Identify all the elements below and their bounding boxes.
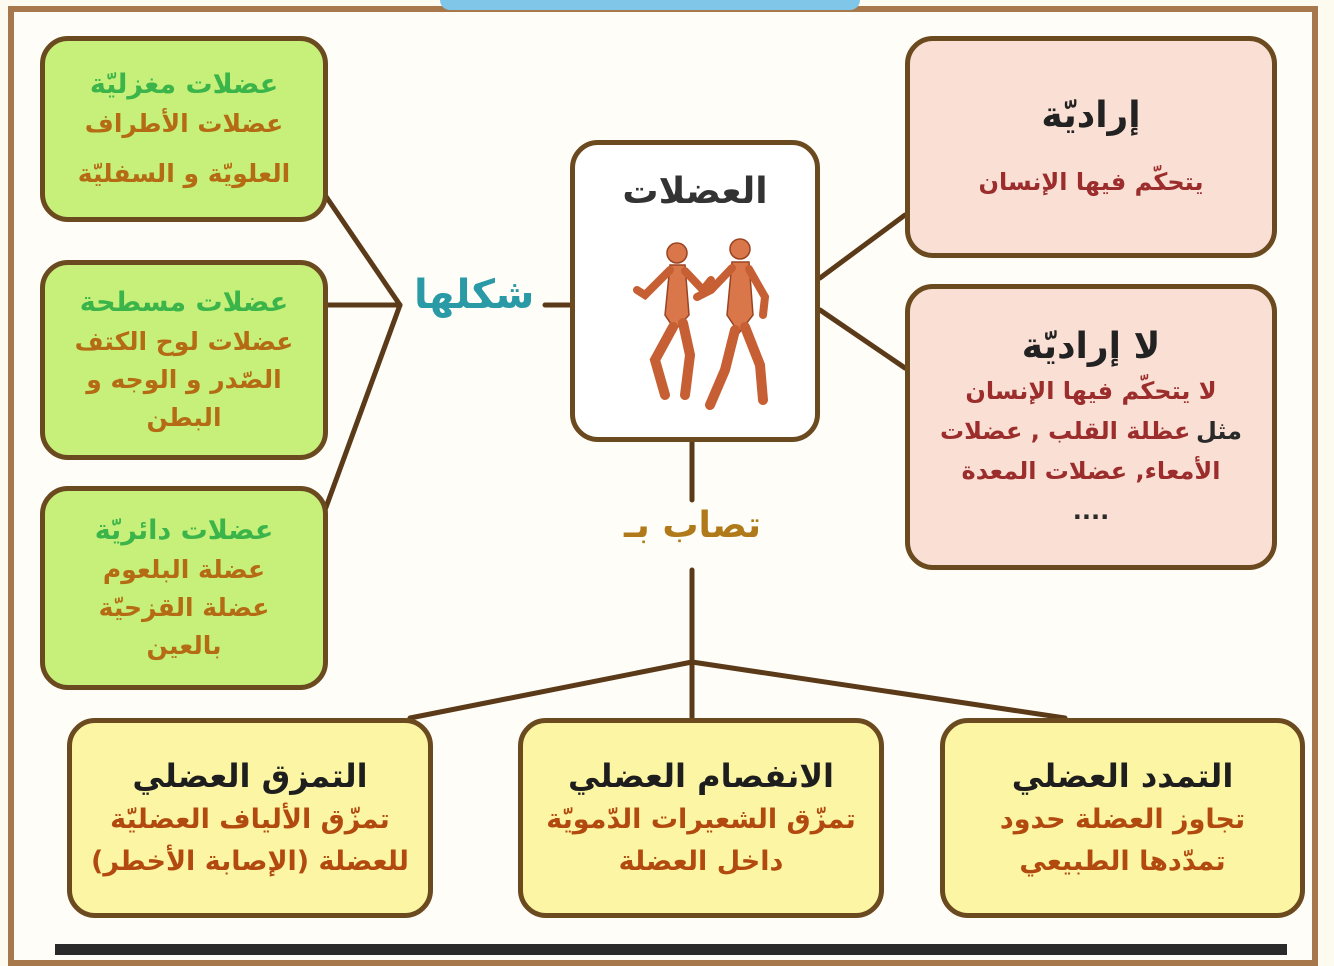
control-box-title: لا إراديّة (1021, 326, 1161, 367)
shape-box-flat: عضلات مسطحة عضلات لوح الكتف الصّدر و الو… (40, 260, 328, 460)
control-box-example-row: مثل عظلة القلب , عضلات (940, 411, 1242, 451)
shape-box-line: البطن (146, 403, 222, 432)
control-box-line: مثل (1195, 417, 1243, 445)
shape-box-line: الصّدر و الوجه و (86, 365, 282, 394)
shape-box-circular: عضلات دائريّة عضلة البلعوم عضلة القزحيّة… (40, 486, 328, 690)
control-box-voluntary: إراديّة يتحكّم فيها الإنسان (905, 36, 1277, 258)
injury-box-title: التمزق العضلي (132, 757, 368, 795)
shape-box-line: عضلات الأطراف (84, 109, 284, 138)
top-band (440, 0, 860, 10)
control-box-line: لا يتحكّم فيها الإنسان (965, 377, 1217, 405)
control-box-title: إراديّة (1041, 95, 1141, 136)
shape-box-line: بالعين (146, 631, 222, 660)
shape-box-spindle: عضلات مغزليّة عضلات الأطراف العلويّة و ا… (40, 36, 328, 222)
injury-box-line: تمدّدها الطبيعي (1019, 846, 1226, 877)
bottom-rule (55, 944, 1287, 955)
shape-box-line: عضلة القزحيّة (98, 593, 270, 622)
control-box-involuntary: لا إراديّة لا يتحكّم فيها الإنسان مثل عظ… (905, 284, 1277, 570)
injury-box-strain: التمدد العضلي تجاوز العضلة حدود تمدّدها … (940, 718, 1305, 918)
shape-box-line: عضلات لوح الكتف (74, 327, 294, 356)
control-box-line: الأمعاء, عضلات المعدة (961, 457, 1221, 485)
injury-box-tear: التمزق العضلي تمزّق الألياف العضليّة للع… (67, 718, 433, 918)
shape-box-line: العلويّة و السفليّة (77, 159, 291, 188)
injury-box-line: داخل العضلة (618, 846, 784, 877)
center-muscles-box: العضلات (570, 140, 820, 442)
shape-box-title: عضلات دائريّة (94, 515, 274, 546)
shape-box-title: عضلات مغزليّة (89, 69, 279, 100)
center-title: العضلات (622, 171, 768, 212)
shape-label: شكلها (408, 272, 541, 318)
control-box-line: عظلة القلب , عضلات (939, 417, 1191, 445)
shape-box-line: عضلة البلعوم (102, 555, 266, 584)
control-box-line: يتحكّم فيها الإنسان (978, 168, 1204, 196)
running-muscle-figures-icon (633, 238, 770, 410)
injury-box-line: للعضلة (الإصابة الأخطر) (91, 846, 409, 877)
injury-box-line: تمزّق الألياف العضليّة (110, 804, 390, 835)
affected-by-label: تصاب بـ (618, 505, 768, 546)
injury-box-title: الانفصام العضلي (568, 757, 834, 795)
injury-box-line: تمزّق الشعيرات الدّمويّة (546, 804, 856, 835)
injury-box-separation: الانفصام العضلي تمزّق الشعيرات الدّمويّة… (518, 718, 884, 918)
injury-box-title: التمدد العضلي (1011, 757, 1234, 795)
shape-box-title: عضلات مسطحة (79, 287, 289, 318)
injury-box-line: تجاوز العضلة حدود (999, 804, 1246, 835)
control-box-line: .... (1072, 497, 1110, 525)
